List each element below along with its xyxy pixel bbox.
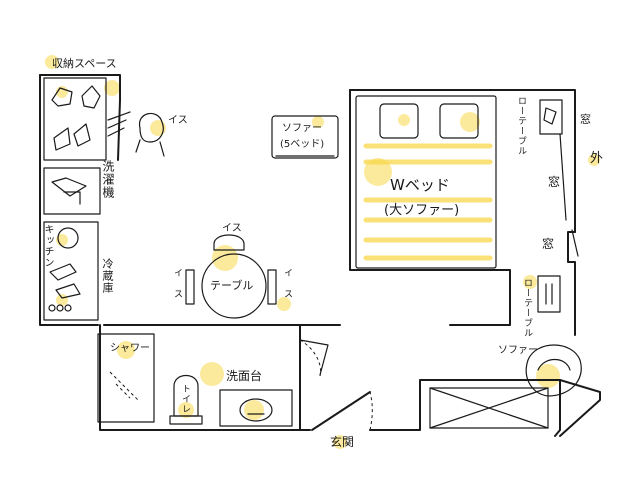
chair-table-top-label: イス [222, 223, 242, 234]
right-sofa [525, 344, 582, 397]
storage-label: 収納スペース [52, 57, 117, 70]
low-tables [537, 99, 563, 313]
chair-table-right-label: イ ス [282, 268, 292, 299]
window-low-label: 窓 [542, 237, 555, 251]
fridge-label: 冷蔵庫 [101, 258, 114, 294]
right-sofa-label: ソファー [498, 345, 538, 356]
outside-label: 外 [590, 151, 604, 166]
small-sofa [271, 115, 339, 159]
shower-label: シャワー [110, 343, 150, 354]
kitchen-label: キッチン [42, 224, 53, 268]
doors [299, 339, 373, 431]
dining-set [185, 234, 277, 319]
bed-label: Wベッド [390, 176, 450, 194]
table-label: テーブル [210, 279, 254, 292]
entry-box [429, 387, 549, 429]
small-sofa-label: ソファー [282, 123, 322, 134]
washbasin-label: 洗面台 [226, 369, 263, 383]
toilet-label: トイレ [180, 384, 190, 414]
low-table-top-label: ローテーブル [516, 96, 526, 156]
chair-table-left-label: イ ス [172, 268, 182, 299]
storage-shelves [43, 77, 131, 321]
entrance-label: 玄関 [330, 435, 355, 449]
small-sofa-sublabel: (5ベッド) [280, 139, 325, 150]
toilet [169, 374, 203, 425]
washer-label: 洗濯機 [101, 160, 115, 199]
window-mid-label: 窓 [548, 175, 561, 189]
windows [559, 133, 579, 257]
highlight-dots [45, 55, 600, 449]
low-table-bottom-label: ローテーブル [522, 278, 532, 338]
washbasin-area [219, 389, 293, 427]
bed-sublabel: (大ソファー) [384, 203, 460, 218]
chair-top-left [135, 112, 165, 157]
shower [97, 333, 155, 423]
double-bed [355, 95, 497, 269]
window-top-label: 窓 [580, 113, 591, 126]
chair-top-left-label: イス [168, 115, 188, 126]
